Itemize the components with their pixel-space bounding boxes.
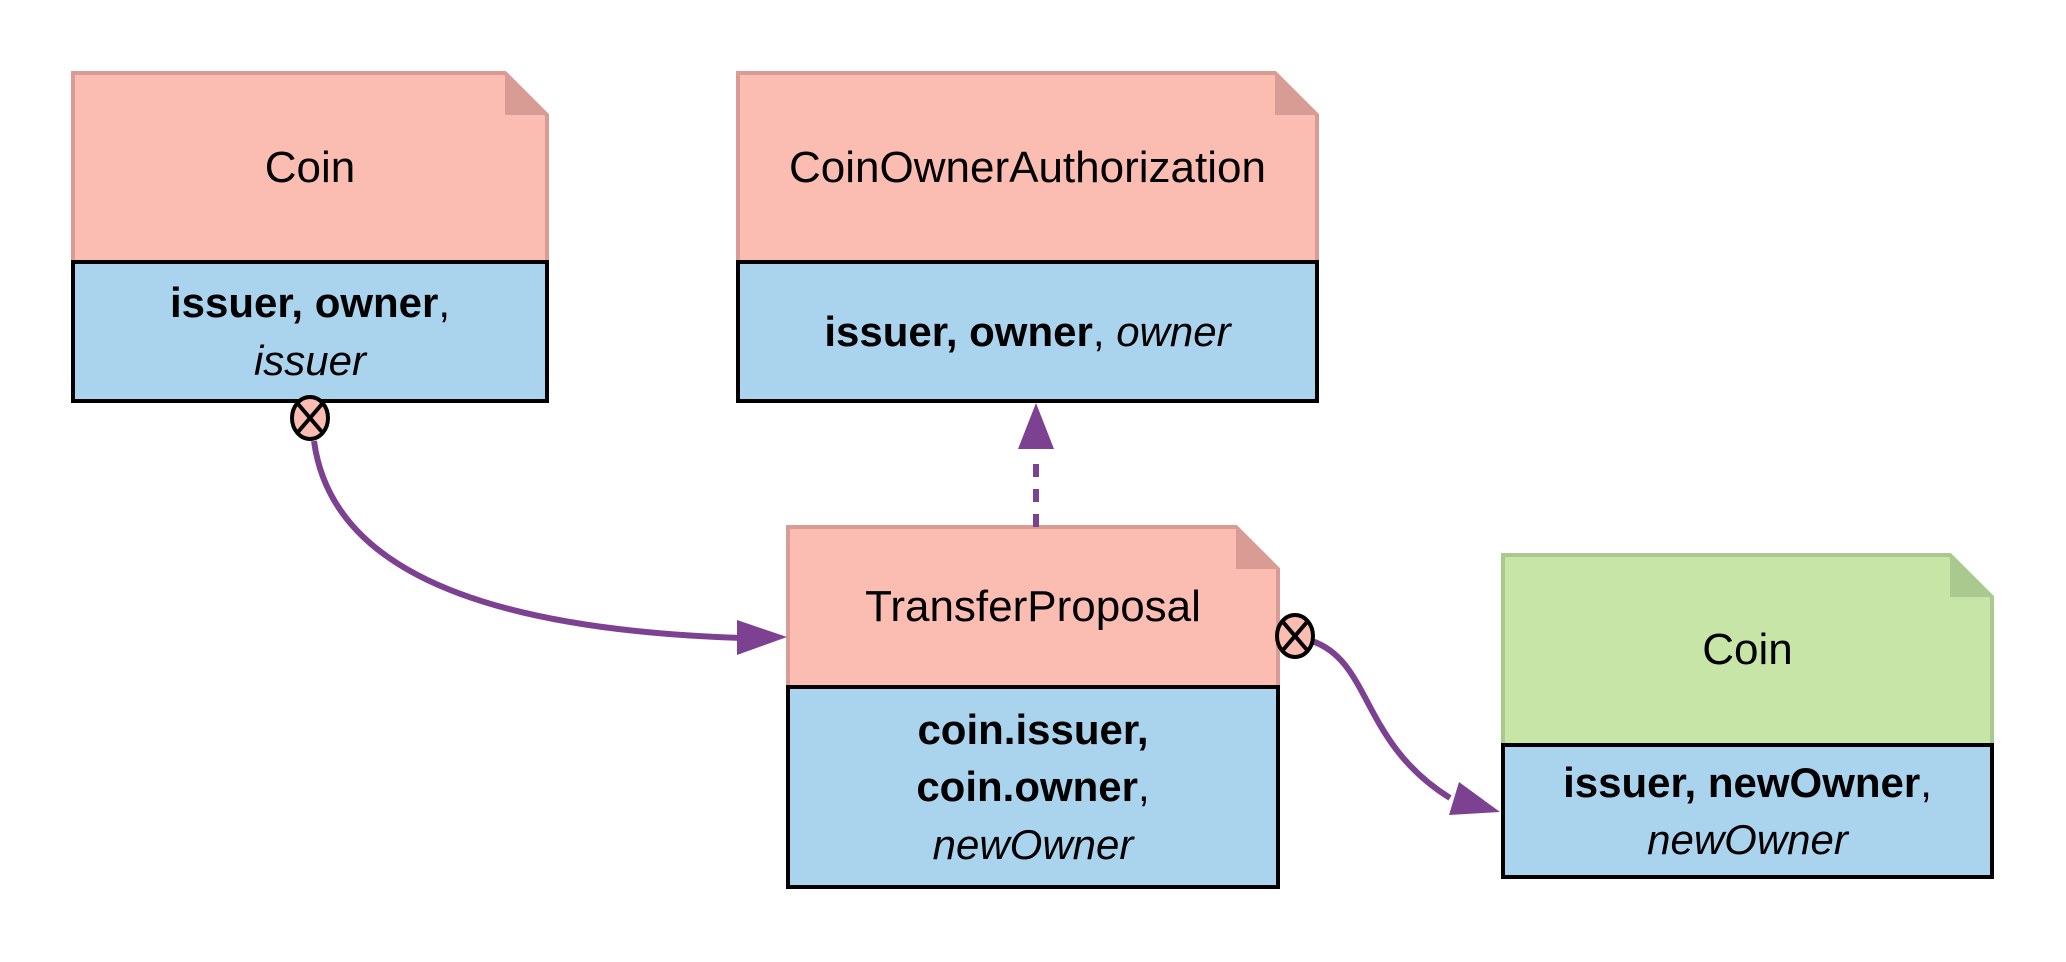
edge-coin-to-transferproposal xyxy=(311,440,743,641)
signatories-line: coin.issuer, xyxy=(917,701,1148,758)
coin-left-header-shape xyxy=(71,71,549,264)
coin-owner-authorization-fold-corner xyxy=(1275,73,1317,115)
coin-owner-authorization-body-rect xyxy=(736,260,1319,403)
transfer-proposal-fold-corner xyxy=(1236,527,1278,569)
coin-right-body-rect xyxy=(1501,743,1994,879)
signatories-line: issuer, owner, owner xyxy=(824,303,1230,360)
coin-right-fold-corner xyxy=(1950,555,1992,597)
coin-right-header-shape xyxy=(1501,553,1994,747)
transfer-proposal-body: coin.issuer, coin.owner, newOwner xyxy=(788,687,1278,887)
signatories-text: issuer, newOwner xyxy=(1563,758,1921,806)
coin-right-body: issuer, newOwner, newOwner xyxy=(1503,745,1992,877)
transfer-proposal-title: TransferProposal xyxy=(865,582,1201,631)
controller-line: issuer xyxy=(254,332,366,389)
signatories-text: coin.issuer, xyxy=(917,706,1149,754)
coin-owner-authorization-title: CoinOwnerAuthorization xyxy=(789,142,1266,192)
archive-icon xyxy=(1275,613,1315,659)
controller-line: newOwner xyxy=(933,816,1134,873)
edge-transferproposal-to-authorization-arrowhead xyxy=(1018,403,1054,449)
signatories-line: issuer, newOwner, xyxy=(1563,754,1932,811)
signatories-line: coin.owner, xyxy=(916,758,1149,815)
separator-text: , xyxy=(438,279,451,327)
archive-icon xyxy=(290,395,330,441)
edge-transferproposal-to-coin-arrowhead xyxy=(1449,782,1500,815)
separator-text: , xyxy=(1920,758,1932,806)
separator-text: , xyxy=(1092,307,1117,355)
coin-owner-authorization-body: issuer, owner, owner xyxy=(738,262,1317,401)
signatories-text: issuer, owner xyxy=(824,307,1093,355)
signatories-line: issuer, owner, xyxy=(170,274,450,331)
controller-text: newOwner xyxy=(932,820,1134,868)
coin-left-fold-corner xyxy=(505,73,547,115)
coin-left-body: issuer, owner, issuer xyxy=(73,262,547,401)
edge-coin-to-transferproposal-arrowhead xyxy=(737,620,787,655)
transfer-proposal-body-rect xyxy=(786,685,1280,889)
controller-text: owner xyxy=(1116,307,1231,355)
signatories-text: issuer, owner xyxy=(169,279,439,327)
signatories-text: coin.owner xyxy=(916,763,1139,811)
coin-right-title: Coin xyxy=(1702,625,1793,674)
coin-left-title: Coin xyxy=(264,142,356,192)
coin-owner-authorization-header-shape xyxy=(736,71,1319,264)
edge-transferproposal-to-coin xyxy=(1310,638,1452,801)
separator-text: , xyxy=(1138,763,1150,811)
controller-text: issuer xyxy=(253,336,367,384)
controller-line: newOwner xyxy=(1647,811,1848,868)
controller-text: newOwner xyxy=(1647,816,1848,863)
